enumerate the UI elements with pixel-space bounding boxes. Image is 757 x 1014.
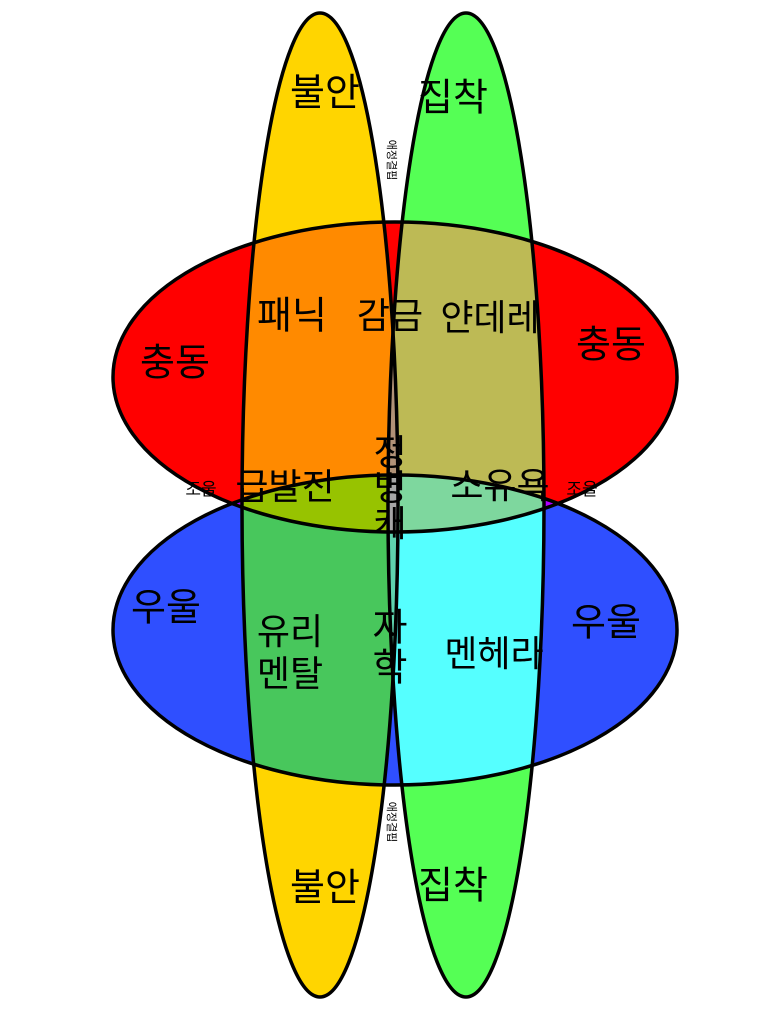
impulse-left-label: 충동 — [140, 341, 210, 385]
mania-left-label: 조울 — [185, 480, 216, 500]
depression-right-label: 우울 — [571, 601, 641, 645]
impulse-right-label: 충동 — [576, 323, 646, 367]
self-harm-label-1: 자 — [373, 606, 408, 650]
glass-mental-label-1: 유리 — [257, 612, 323, 653]
self-harm-label-2: 학 — [373, 646, 408, 690]
anxiety-bottom-label: 불안 — [290, 866, 360, 910]
mental-illness-label-3: 캐 — [373, 504, 406, 545]
mania-right-label: 조울 — [566, 480, 597, 500]
panic-label: 패닉 — [257, 294, 327, 338]
menhera-label: 멘헤라 — [444, 634, 543, 675]
love-deficit-bottom-label: 애정결핍 — [385, 802, 398, 842]
love-deficit-top-label: 애정결핍 — [385, 140, 398, 180]
possessiveness-label: 소유욕 — [450, 466, 549, 507]
attachment-top-label: 집착 — [418, 76, 488, 120]
mental-illness-label-1: 정 — [373, 433, 406, 474]
mental-illness-label-2: 병 — [373, 468, 406, 509]
yandere-label: 얀데레 — [440, 298, 539, 339]
impatience-label: 급발진 — [235, 467, 334, 508]
depression-left-label: 우울 — [131, 586, 201, 630]
anxiety-top-label: 불안 — [290, 71, 360, 115]
glass-mental-label-2: 멘탈 — [257, 654, 323, 695]
attachment-bottom-label: 집착 — [418, 864, 488, 908]
confinement-label: 감금 — [357, 296, 423, 337]
